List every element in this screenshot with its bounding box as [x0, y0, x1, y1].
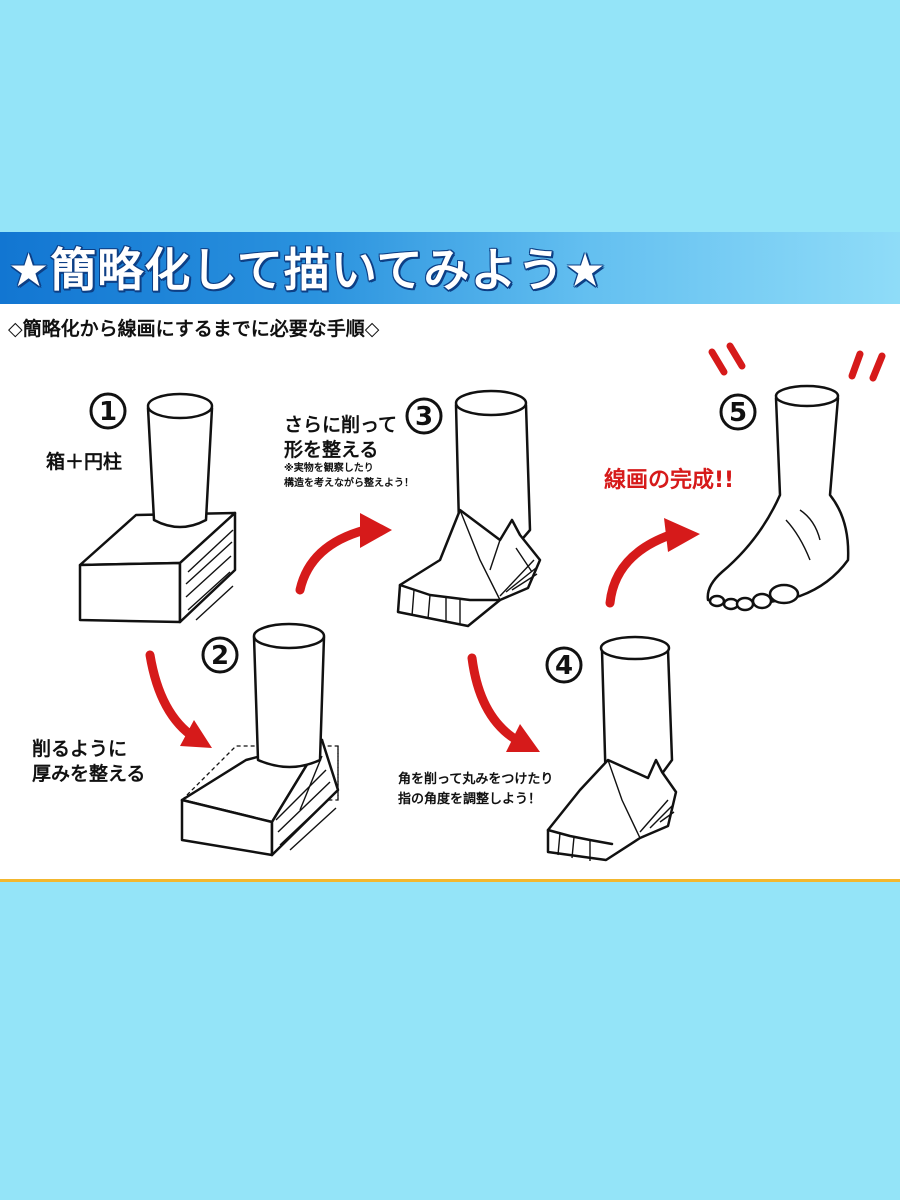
step4-note-line: 指の角度を調整しよう！	[398, 792, 542, 807]
svg-text:1: 1	[99, 397, 117, 427]
step3-note-line: ※実物を観察したり	[284, 463, 374, 474]
step3-caption: さらに削って 形を整える	[284, 413, 397, 463]
step-number-5: 5	[719, 393, 757, 431]
title-bar	[0, 232, 900, 304]
step3-caption-line: 形を整える	[284, 439, 379, 461]
step2-caption-line: 削るように	[32, 738, 128, 760]
step1-caption: 箱＋円柱	[46, 451, 123, 473]
svg-text:5: 5	[729, 398, 747, 428]
svg-text:3: 3	[415, 402, 433, 432]
step2-caption-line: 厚みを整える	[32, 763, 146, 785]
step5-foot-drawing	[706, 384, 850, 612]
step3-note: ※実物を観察したり 構造を考えながら整えよう！	[284, 461, 414, 491]
curved-arrow-icon	[295, 513, 392, 595]
curved-arrow-icon	[467, 653, 540, 752]
step-number-3: 3	[405, 397, 443, 435]
svg-text:4: 4	[555, 651, 573, 681]
curved-arrow-icon	[145, 650, 212, 748]
step-number-1: 1	[89, 392, 127, 430]
step1-box-cylinder-drawing	[78, 392, 237, 624]
step2-wedge-drawing	[180, 622, 340, 857]
step5-caption: 線画の完成!!	[604, 468, 735, 493]
step-number-2: 2	[201, 636, 239, 674]
page-subtitle: ◇簡略化から線画にするまでに必要な手順◇	[8, 318, 380, 340]
excitement-marks-icon	[708, 342, 886, 382]
bottom-divider	[0, 879, 900, 882]
step4-note: 角を削って丸みをつけたり 指の角度を調整しよう！	[398, 770, 553, 810]
page-title: ★簡略化して描いてみよう★	[8, 243, 607, 297]
curved-arrow-icon	[605, 518, 700, 608]
step4-foot-drawing	[546, 635, 678, 862]
step3-note-line: 構造を考えながら整えよう！	[284, 478, 414, 489]
step2-caption: 削るように 厚みを整える	[32, 737, 145, 787]
step4-note-line: 角を削って丸みをつけたり	[398, 772, 554, 787]
svg-text:2: 2	[211, 641, 229, 671]
step3-caption-line: さらに削って	[284, 414, 398, 436]
step3-foot-drawing	[396, 389, 542, 628]
step-number-4: 4	[545, 646, 583, 684]
